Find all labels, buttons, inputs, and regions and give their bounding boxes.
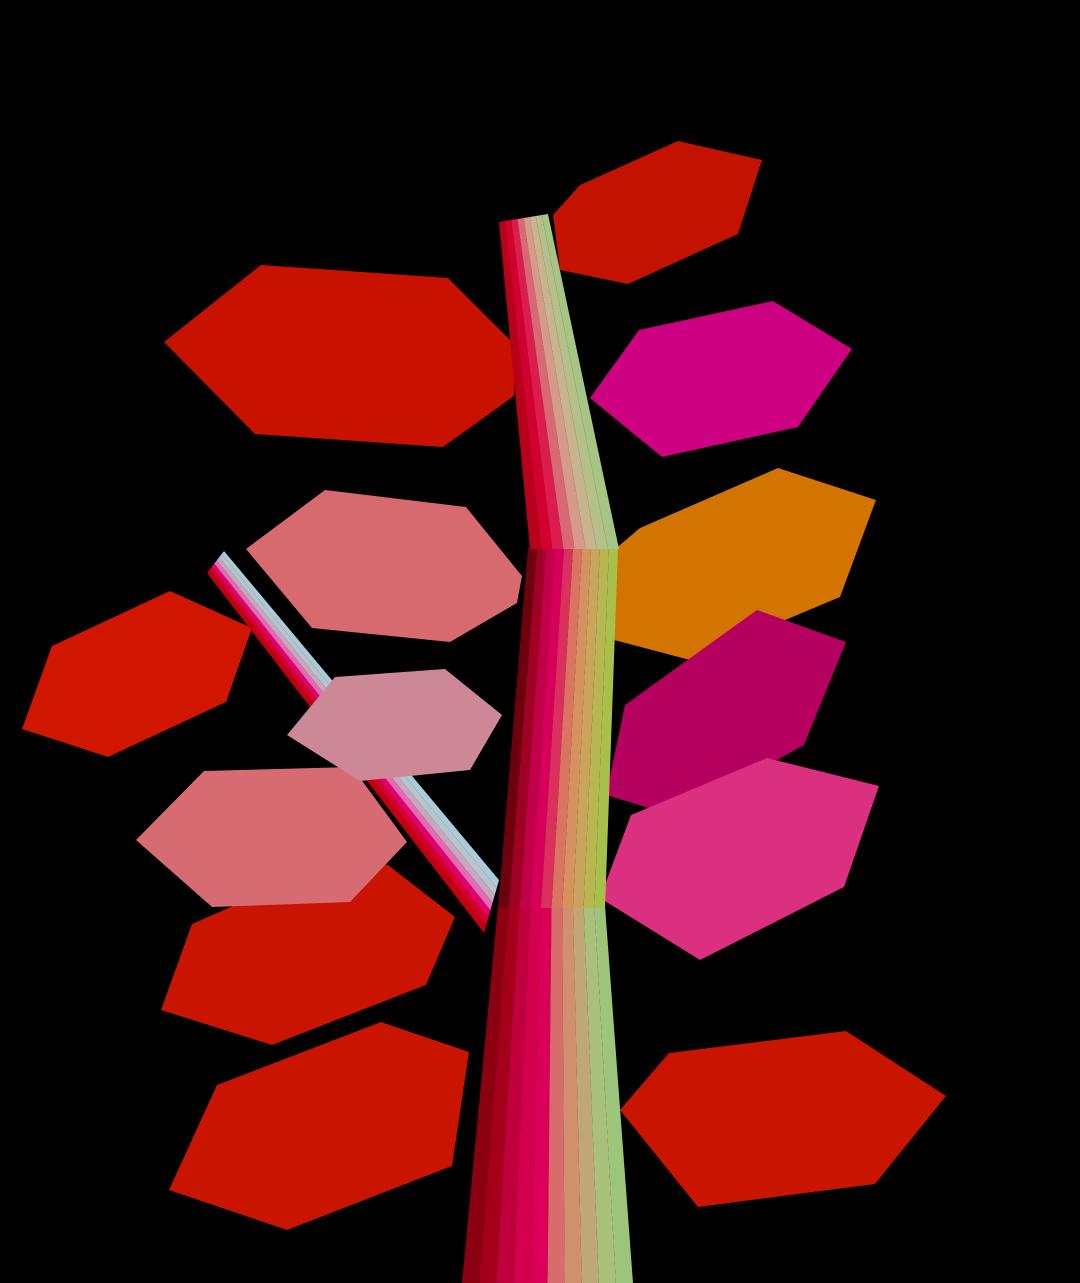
trunk-lower-band [479, 906, 520, 1283]
trunk-upper-band [517, 218, 575, 549]
leaf-upper-left-large [164, 265, 516, 447]
trunk-middle-band [572, 548, 600, 908]
trunk-upper-segment [499, 214, 619, 549]
trunk-upper-band [541, 214, 619, 549]
trunk-lower-band [572, 906, 599, 1283]
trunk-upper-band [505, 220, 553, 549]
trunk-middle-band [519, 548, 555, 908]
trunk-middle-band [551, 548, 582, 908]
trunk-lower-band [583, 906, 616, 1283]
trunk-lower-band [496, 906, 531, 1283]
trunk-middle-band [540, 548, 573, 908]
trunk-lower-segment [462, 906, 633, 1283]
trunk-lower-band [530, 906, 552, 1283]
leaf-upper-right-magenta [590, 301, 852, 457]
leaf-bottom-right-red [620, 1031, 946, 1207]
leaf-lower-right-pink [600, 758, 879, 960]
leaf-center-pink [287, 669, 502, 781]
trunk-lower-band [462, 906, 509, 1283]
leaf-lower-left-salmon [136, 767, 407, 907]
leaf-mid-right-plum [606, 610, 846, 816]
trunk-upper-band [529, 216, 597, 549]
trunk-middle-band [530, 548, 564, 908]
trunk-middle-band [508, 548, 546, 908]
trunk-upper-band [535, 215, 608, 549]
trunk-middle-band [583, 548, 609, 908]
trunk-upper-band [511, 219, 564, 549]
trunk-middle-band [562, 548, 591, 908]
trunk-middle-band [594, 548, 618, 908]
trunk-middle-segment [498, 548, 618, 908]
leaf-mid-right-orange [614, 468, 876, 660]
trunk-upper-band [523, 217, 586, 549]
trunk-lower-band [562, 906, 582, 1283]
leaf-top-right [553, 141, 762, 284]
trunk-lower-band [547, 906, 565, 1283]
leaf-far-left-red [22, 591, 252, 757]
leaf-bottom-left-red [169, 1022, 469, 1230]
trunk-lower-band [513, 906, 541, 1283]
trunk-middle-band [498, 548, 537, 908]
leaf-mid-left-salmon [246, 490, 522, 642]
trunk-upper-band [499, 221, 542, 549]
trunk-lower-band [594, 906, 633, 1283]
leaf-lower-left-red [161, 865, 455, 1045]
